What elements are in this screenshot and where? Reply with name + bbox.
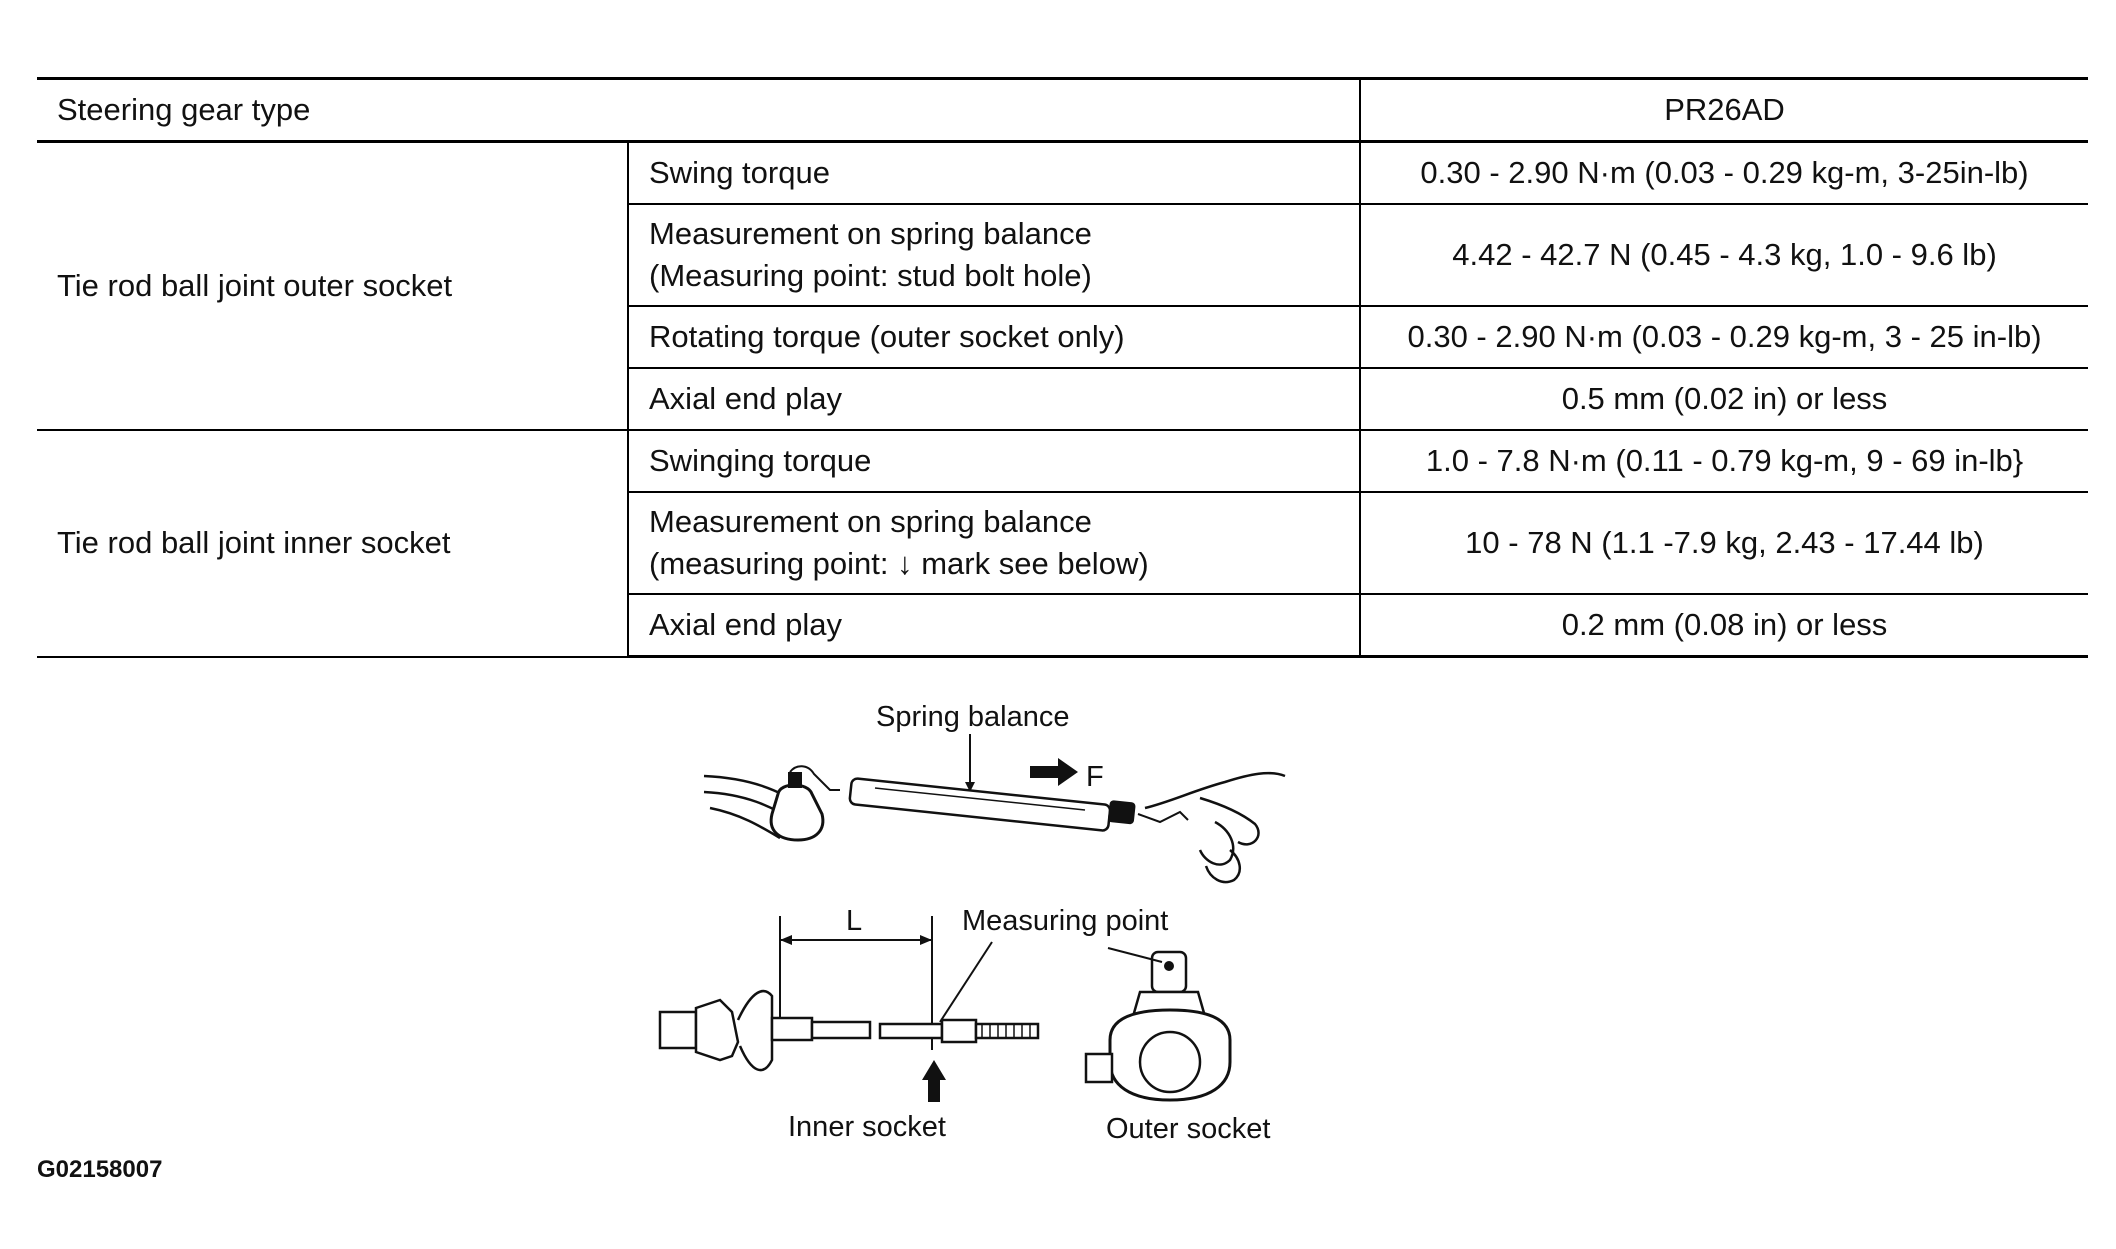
stud-bolt	[788, 772, 802, 788]
table-row: Axial end play 0.5 mm (0.02 in) or less	[37, 367, 2089, 431]
tie-rod-inner	[878, 1022, 944, 1040]
spec-table: Steering gear type PR26AD Tie rod ball j…	[37, 77, 2089, 658]
figure-id: G02158007	[37, 1156, 163, 1183]
header-value: PR26AD	[1359, 77, 2089, 143]
row-item-line2: (measuring point: ↓ mark see below)	[649, 546, 1149, 581]
row-value: 0.30 - 2.90 N·m (0.03 - 0.29 kg-m, 3-25i…	[1359, 140, 2089, 205]
row-item-line1: Measurement on spring balance	[649, 504, 1092, 539]
label-measuring-point: Measuring point	[962, 905, 1168, 937]
ball-joint	[769, 783, 825, 842]
threaded-end	[974, 1022, 1040, 1040]
tie-rod-shaft	[810, 1020, 872, 1040]
label-spring-balance: Spring balance	[876, 701, 1069, 733]
dim-arrow-right	[920, 935, 932, 945]
hand-hook	[1137, 810, 1189, 824]
tie-rod-section	[770, 1016, 814, 1042]
inner-socket-end	[658, 1010, 698, 1050]
row-item: Swing torque	[626, 140, 1362, 205]
dim-arrow-left	[780, 935, 792, 945]
outer-socket-stud	[1150, 950, 1188, 994]
row-item: Measurement on spring balance (Measuring…	[628, 203, 1362, 307]
scale-line	[874, 787, 1086, 811]
header-row: Steering gear type PR26AD	[37, 77, 2089, 143]
spring-balance-cap	[1108, 800, 1136, 825]
force-arrow-icon	[1030, 758, 1078, 786]
table-row: Tie rod ball joint inner socket Swinging…	[37, 429, 2089, 658]
outer-pointer-line	[1107, 947, 1163, 963]
label-inner-socket: Inner socket	[788, 1111, 946, 1143]
pointer-arrowhead	[965, 782, 975, 792]
table-row: Rotating torque (outer socket only) 0.30…	[37, 305, 2089, 369]
outer-socket-arm	[1084, 1052, 1114, 1084]
row-value: 10 - 78 N (1.1 -7.9 kg, 2.43 - 17.44 lb)	[1359, 491, 2089, 595]
inner-socket-housing	[694, 998, 740, 1062]
measuring-point-arrow-icon	[922, 1060, 946, 1102]
label-outer-socket: Outer socket	[1106, 1113, 1270, 1145]
lock-nut	[940, 1018, 978, 1044]
label-force: F	[1086, 761, 1104, 793]
outer-socket-ball	[1138, 1030, 1202, 1094]
illustration: Spring balance F L Measuring point Inner…	[658, 701, 1286, 1145]
label-length: L	[846, 905, 862, 937]
row-item: Swinging torque	[626, 429, 1362, 493]
spring-balance-body	[848, 777, 1112, 832]
row-item-line1: Measurement on spring balance	[649, 216, 1092, 251]
stud-bolt-hole	[1164, 961, 1174, 971]
row-value: 1.0 - 7.8 N·m (0.11 - 0.79 kg-m, 9 - 69 …	[1359, 429, 2089, 493]
header-label: Steering gear type	[37, 77, 1362, 143]
inner-socket-boot	[736, 990, 774, 1072]
row-item: Axial end play	[628, 367, 1362, 431]
row-item-line2: (Measuring point: stud bolt hole)	[649, 258, 1092, 293]
row-item: Measurement on spring balance (measuring…	[628, 491, 1362, 595]
group-inner-socket: Tie rod ball joint inner socket	[37, 429, 629, 658]
row-value: 0.5 mm (0.02 in) or less	[1359, 367, 2089, 431]
table-row: Axial end play 0.2 mm (0.08 in) or less	[37, 593, 2089, 658]
measuring-point-pointer	[939, 941, 993, 1023]
row-value: 0.30 - 2.90 N·m (0.03 - 0.29 kg-m, 3 - 2…	[1359, 305, 2089, 369]
table-row: Tie rod ball joint outer socket Swing to…	[37, 140, 2089, 431]
table-row: Measurement on spring balance (Measuring…	[37, 203, 2089, 307]
hand	[1144, 771, 1286, 884]
group-outer-socket: Tie rod ball joint outer socket	[37, 140, 629, 431]
hook-wire	[789, 765, 840, 791]
thread-lines	[981, 1024, 1031, 1038]
row-item: Rotating torque (outer socket only)	[628, 305, 1362, 369]
row-item: Axial end play	[628, 593, 1362, 658]
row-value: 0.2 mm (0.08 in) or less	[1359, 593, 2089, 658]
row-value: 4.42 - 42.7 N (0.45 - 4.3 kg, 1.0 - 9.6 …	[1359, 203, 2089, 307]
table-row: Measurement on spring balance (measuring…	[37, 491, 2089, 595]
